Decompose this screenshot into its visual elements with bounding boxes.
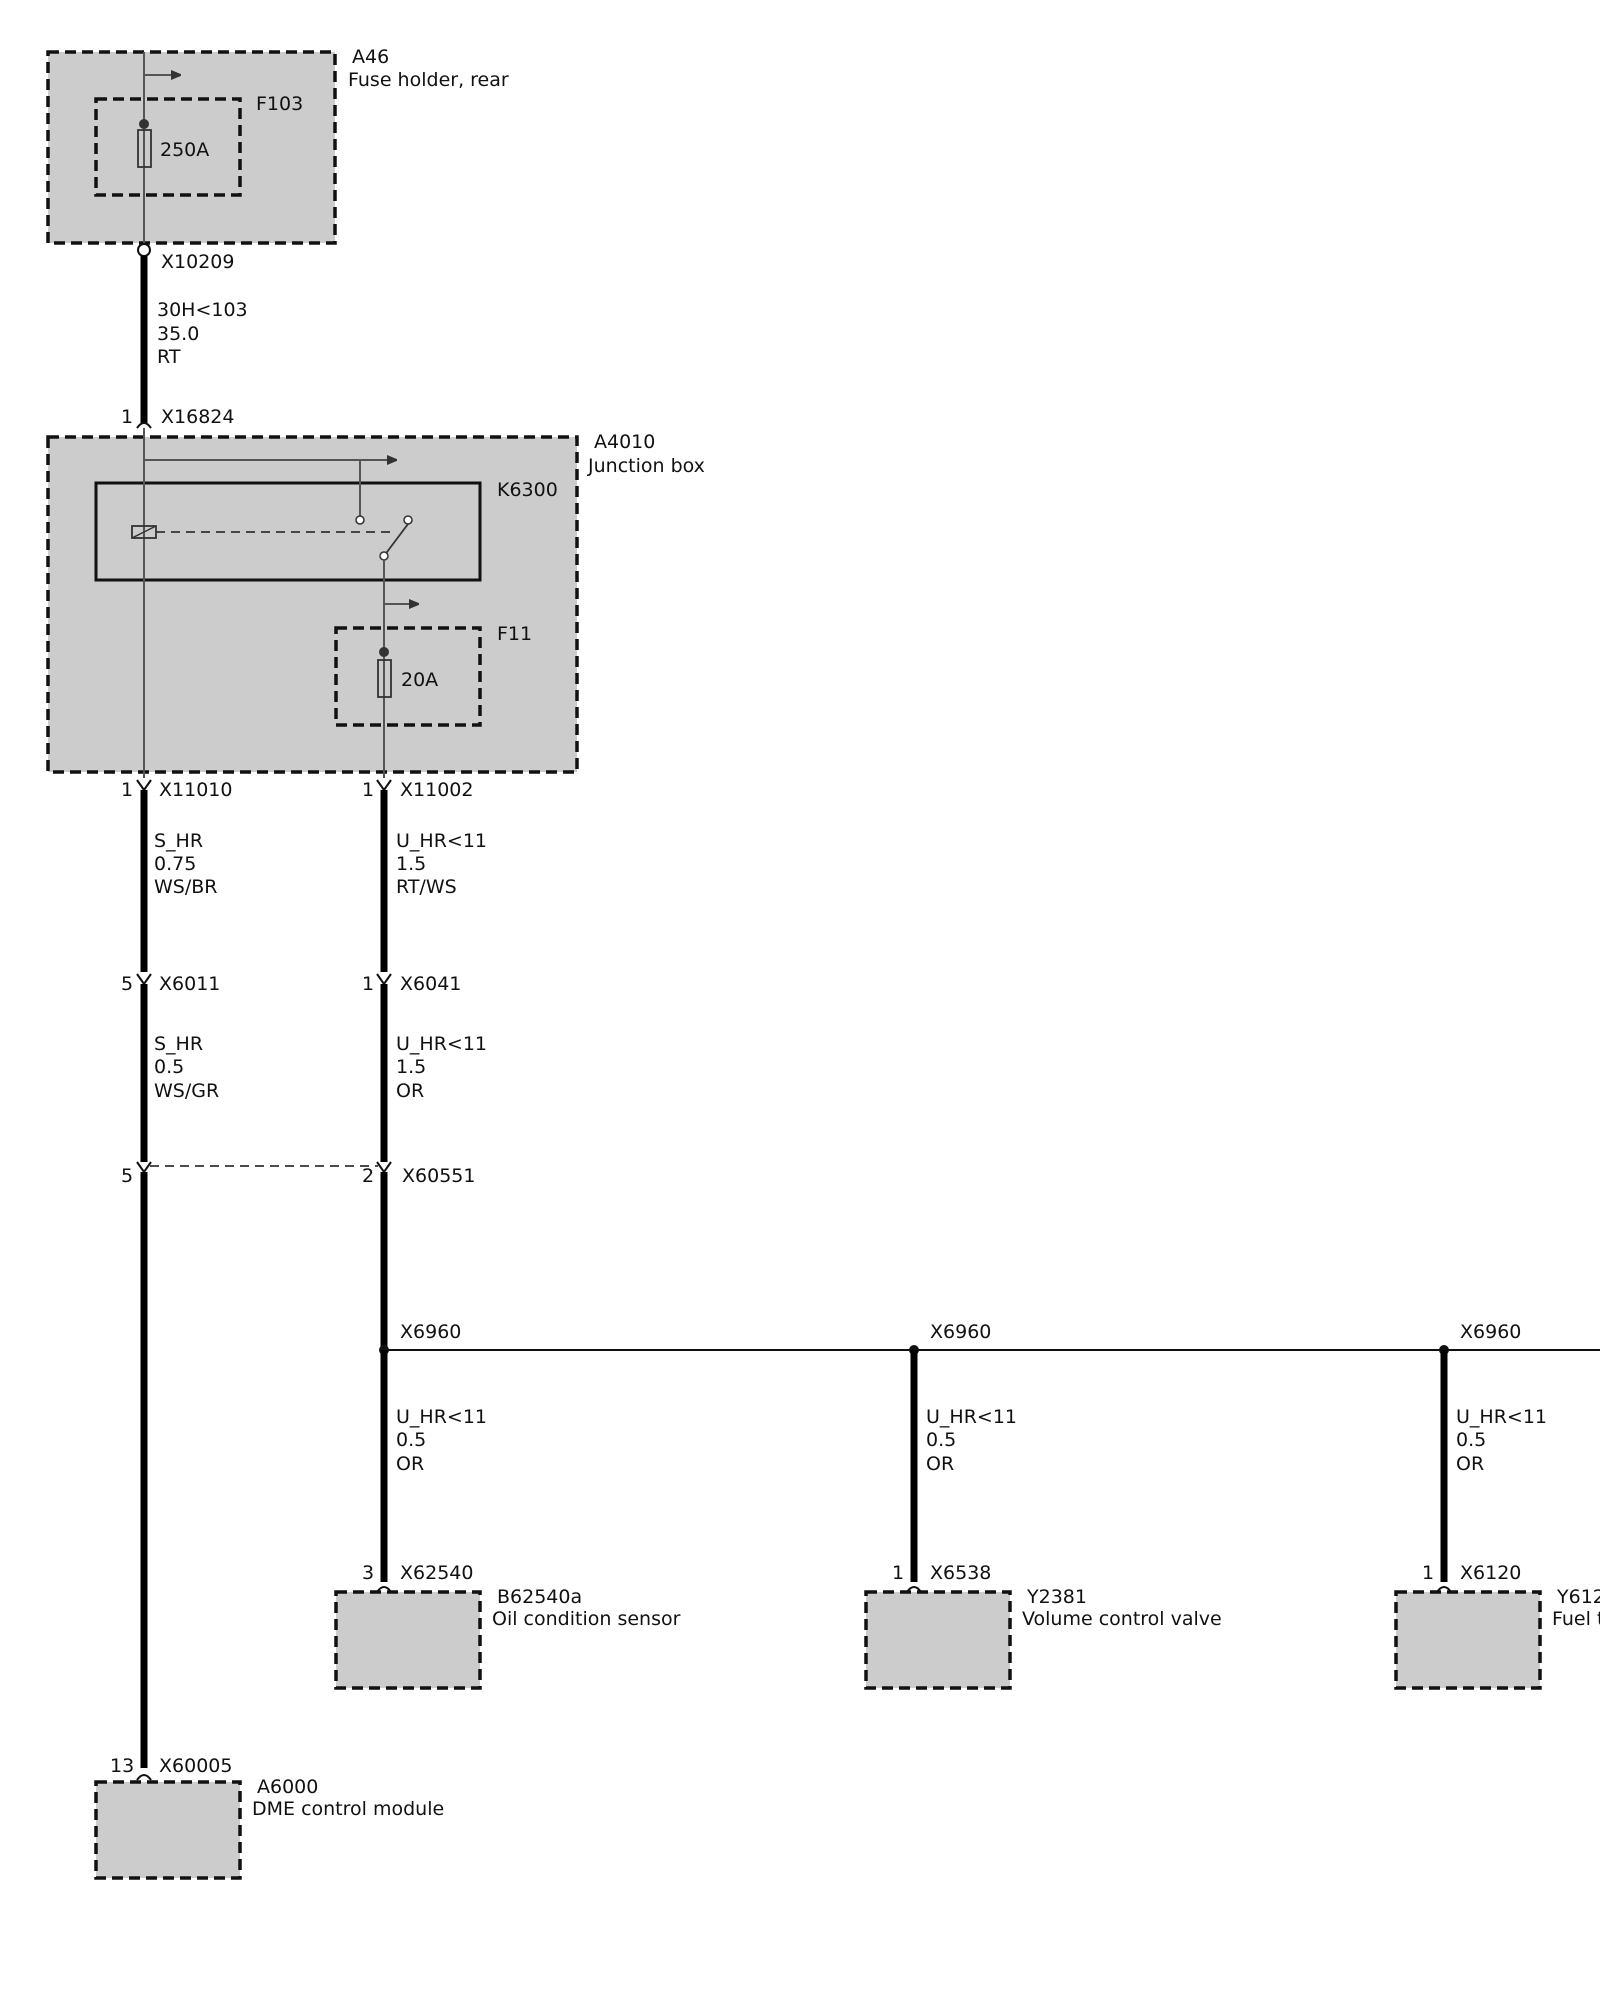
x16824-pin: 1 <box>121 406 133 428</box>
x11002-pin: 1 <box>362 779 374 801</box>
w4-size: 0.5 <box>154 1056 184 1078</box>
fuse-holder-a46 <box>46 50 337 245</box>
connector-x60005-icon <box>136 1774 152 1781</box>
x60551-id: X60551 <box>402 1165 475 1187</box>
x11010-pin: 1 <box>121 779 133 801</box>
w7-size: 0.5 <box>926 1429 956 1451</box>
w8-color: OR <box>1456 1453 1484 1475</box>
w1-signal: 30H<103 <box>157 299 248 321</box>
y2381-id: Y2381 <box>1026 1586 1087 1608</box>
w4-signal: S_HR <box>154 1033 203 1055</box>
x60005-pin: 13 <box>110 1755 134 1777</box>
w6-color: OR <box>396 1453 424 1475</box>
k6300-id: K6300 <box>497 479 558 501</box>
x6120-id: X6120 <box>1460 1562 1521 1584</box>
x6041-id: X6041 <box>400 973 461 995</box>
w1-color: RT <box>157 346 181 368</box>
junction-box-a4010 <box>46 428 579 778</box>
splice2-id: X6960 <box>930 1321 991 1343</box>
x60551-pin-left: 5 <box>121 1165 133 1187</box>
x10209-id: X10209 <box>161 251 234 273</box>
w2-size: 0.75 <box>154 853 196 875</box>
x6538-pin: 1 <box>892 1562 904 1584</box>
connector-x6011-icon <box>136 973 152 986</box>
x60005-id: X60005 <box>159 1755 232 1777</box>
a4010-name: Junction box <box>587 455 705 477</box>
connector-x60551-right-icon <box>376 1161 392 1174</box>
f11-id: F11 <box>497 623 532 645</box>
splice3-id: X6960 <box>1460 1321 1521 1343</box>
w6-signal: U_HR<11 <box>396 1406 487 1428</box>
f11-rating: 20A <box>401 669 438 691</box>
y2381-name: Volume control valve <box>1022 1608 1222 1630</box>
a4010-id: A4010 <box>594 431 655 453</box>
w4-color: WS/GR <box>154 1080 219 1102</box>
b62540a-name: Oil condition sensor <box>492 1608 681 1630</box>
x6011-pin: 5 <box>121 973 133 995</box>
x11010-id: X11010 <box>159 779 232 801</box>
volume-control-valve-y2381 <box>864 1590 1012 1690</box>
connector-x6041-icon <box>376 973 392 986</box>
connector-x11010-icon <box>136 779 152 792</box>
relay-switch-icon <box>383 523 409 557</box>
connector-x16824-icon <box>136 422 152 429</box>
fuse-node-icon <box>139 119 149 129</box>
a6000-id: A6000 <box>257 1776 318 1798</box>
relay-k6300 <box>94 481 482 582</box>
w7-color: OR <box>926 1453 954 1475</box>
b62540a-id: B62540a <box>497 1586 582 1608</box>
w5-color: OR <box>396 1080 424 1102</box>
y612-id: Y612 <box>1556 1586 1600 1608</box>
dme-control-module-a6000 <box>94 1780 242 1880</box>
w5-size: 1.5 <box>396 1056 426 1078</box>
x6041-pin: 1 <box>362 973 374 995</box>
w3-size: 1.5 <box>396 853 426 875</box>
x6538-id: X6538 <box>930 1562 991 1584</box>
x16824-id: X16824 <box>161 406 234 428</box>
f103-rating: 250A <box>160 139 209 161</box>
w1-size: 35.0 <box>157 323 199 345</box>
w8-signal: U_HR<11 <box>1456 1406 1547 1428</box>
x62540-pin: 3 <box>362 1562 374 1584</box>
x6120-pin: 1 <box>1422 1562 1434 1584</box>
connector-x11002-icon <box>376 779 392 792</box>
f103-id: F103 <box>256 93 303 115</box>
w3-signal: U_HR<11 <box>396 830 487 852</box>
fuse-node-icon <box>379 647 389 657</box>
a46-name: Fuse holder, rear <box>348 69 509 91</box>
w7-signal: U_HR<11 <box>926 1406 1017 1428</box>
w8-size: 0.5 <box>1456 1429 1486 1451</box>
y612-name: Fuel t <box>1552 1608 1600 1630</box>
w6-size: 0.5 <box>396 1429 426 1451</box>
a46-id: A46 <box>352 46 389 68</box>
connector-x60551-left-icon <box>136 1161 152 1174</box>
x60551-pin-right: 2 <box>362 1165 374 1187</box>
fuse-icon <box>137 129 152 168</box>
w3-color: RT/WS <box>396 876 457 898</box>
fuse-icon <box>377 659 392 698</box>
oil-condition-sensor-b62540a <box>334 1590 482 1690</box>
x6011-id: X6011 <box>159 973 220 995</box>
connector-x10209-icon <box>137 243 151 257</box>
w2-signal: S_HR <box>154 830 203 852</box>
fuel-component-y612 <box>1394 1590 1542 1690</box>
x11002-id: X11002 <box>400 779 473 801</box>
w2-color: WS/BR <box>154 876 218 898</box>
x62540-id: X62540 <box>400 1562 473 1584</box>
a6000-name: DME control module <box>252 1798 444 1820</box>
splice1-id: X6960 <box>400 1321 461 1343</box>
w5-signal: U_HR<11 <box>396 1033 487 1055</box>
